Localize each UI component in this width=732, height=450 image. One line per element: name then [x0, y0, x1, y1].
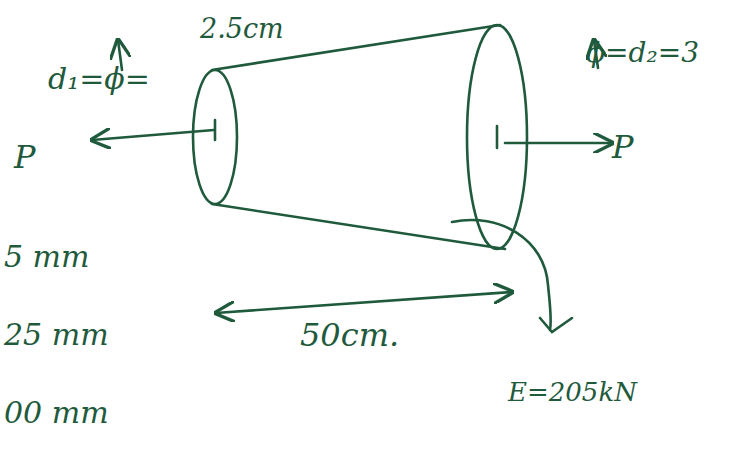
bar-edge: [212, 204, 505, 249]
load-arrow: [92, 130, 214, 140]
diameter-label: ϕ=d₂=3: [586, 38, 699, 69]
load-label: P: [14, 140, 36, 175]
center-tick: [214, 120, 217, 140]
given-value: 5 mm: [4, 240, 90, 273]
given-value: 25 mm: [4, 318, 109, 351]
length-label: 50cm.: [300, 318, 399, 353]
load-label: P: [612, 130, 634, 165]
modulus-label: E=205kN: [508, 378, 637, 407]
leader-hook: [452, 220, 572, 332]
dimension-label: 2.5cm: [200, 14, 284, 44]
diameter-label: d₁=ϕ=: [48, 62, 150, 95]
given-value: 00 mm: [4, 396, 109, 429]
length-dimension: [216, 292, 512, 313]
center-tick: [496, 126, 499, 148]
load-arrow: [505, 142, 612, 145]
small-end: [193, 70, 237, 204]
large-end: [467, 25, 527, 249]
